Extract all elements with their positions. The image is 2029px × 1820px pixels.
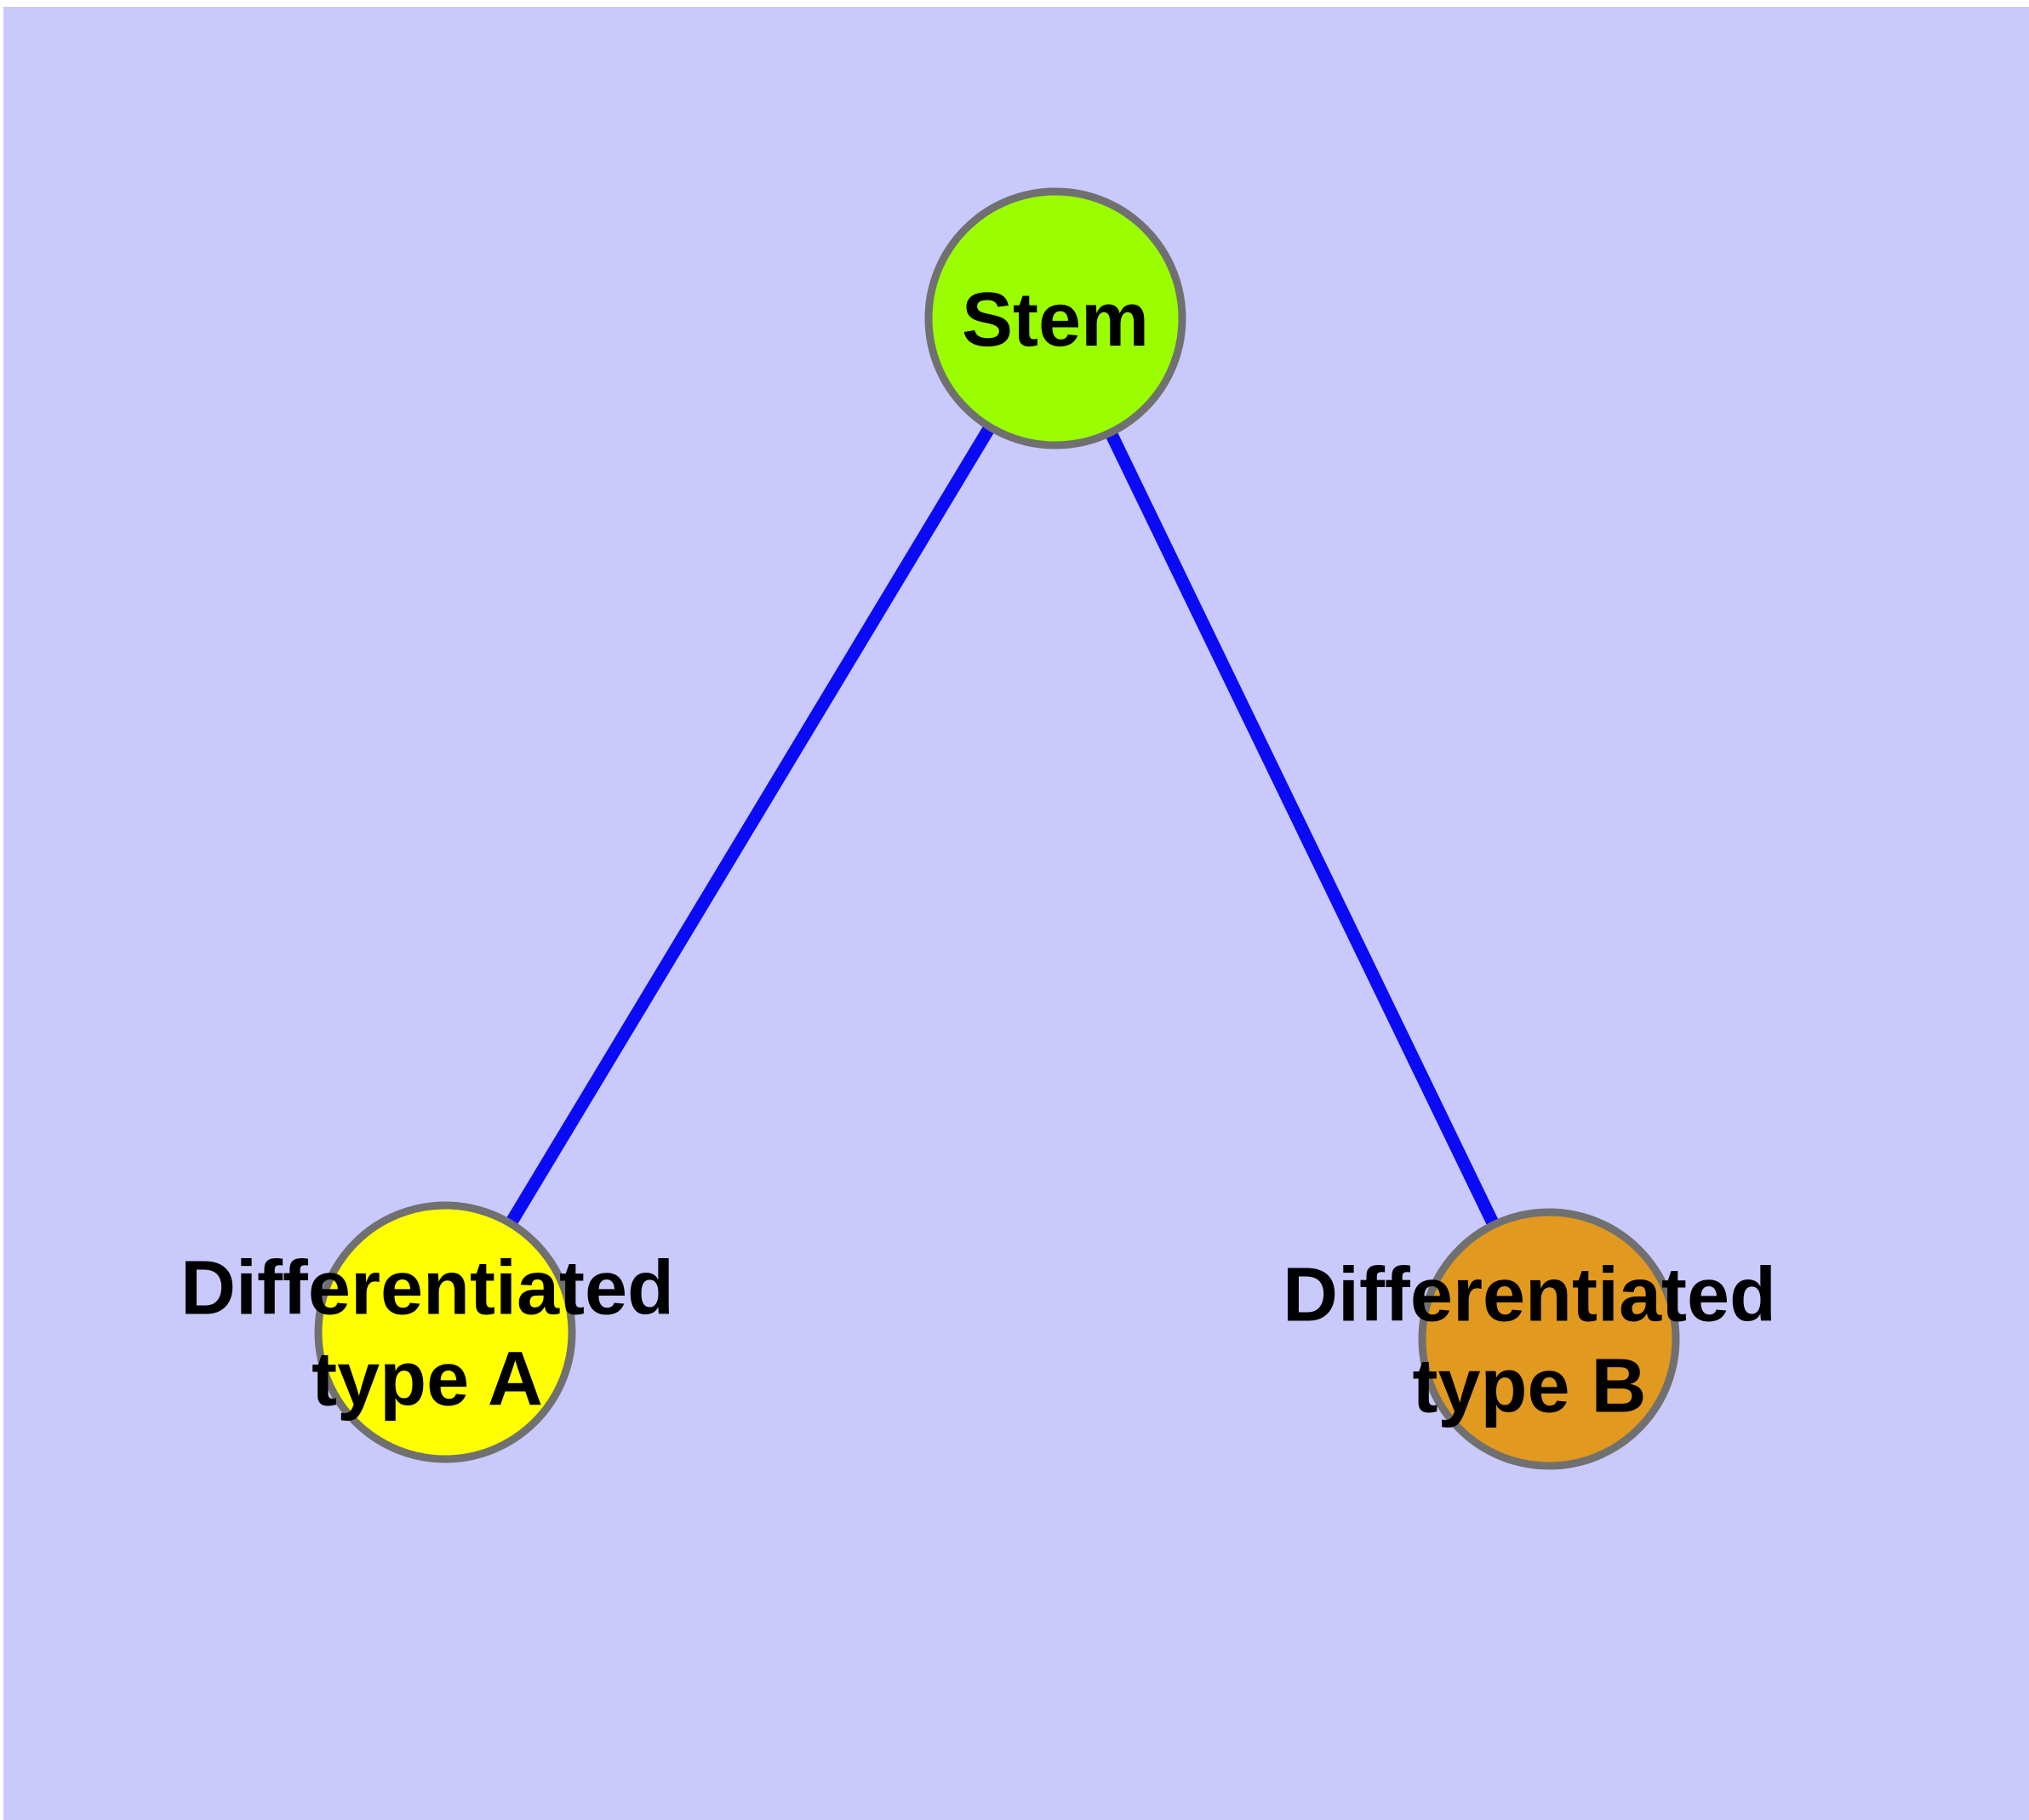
node-label-stem: Stem: [962, 278, 1149, 363]
node-differentiated-type-a: [314, 1201, 576, 1463]
edge-stem-to-differentiated-type-b: [1049, 315, 1555, 1342]
node-stem: [924, 187, 1186, 449]
edge-stem-to-differentiated-type-a: [439, 315, 1061, 1336]
node-differentiated-type-b: [1418, 1208, 1680, 1470]
